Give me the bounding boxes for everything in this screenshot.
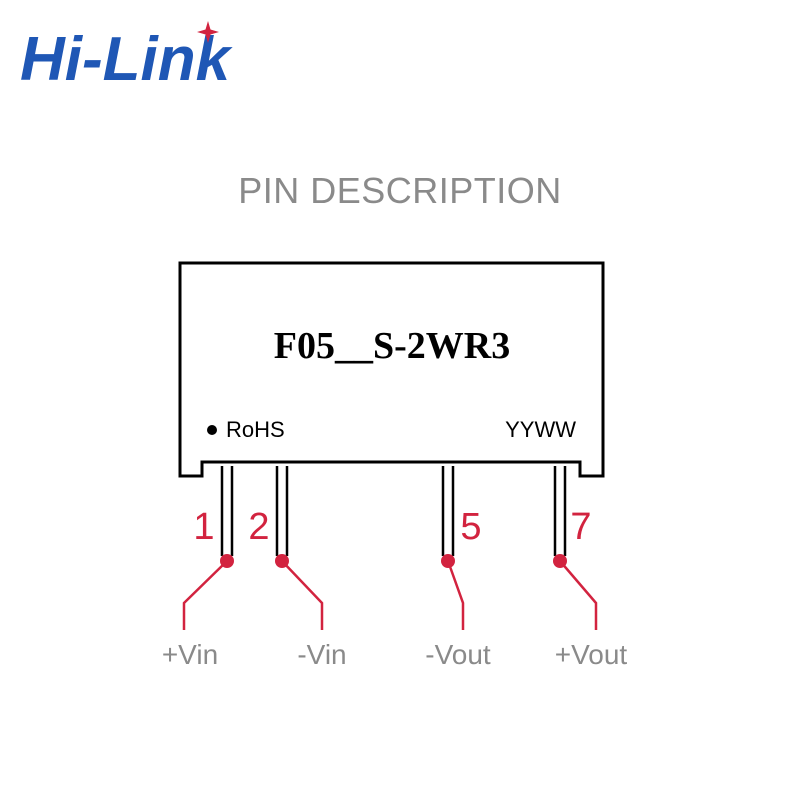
logo-star-icon: [197, 21, 219, 43]
pin-2-name: -Vin: [297, 639, 346, 670]
pin-2-leader: [281, 560, 324, 630]
date-code: YYWW: [505, 417, 576, 442]
pin-5-leader: [446, 560, 465, 630]
pin-1-name: +Vin: [162, 639, 218, 670]
hi-link-logo: Hi-Link: [20, 21, 234, 92]
pin-1: 1 +Vin: [162, 466, 234, 670]
pin-1-leader: [182, 560, 228, 630]
pin-7-name: +Vout: [555, 639, 628, 670]
pin-7-number: 7: [570, 506, 591, 548]
page-title: PIN DESCRIPTION: [238, 170, 562, 211]
pin-5: 5 -Vout: [425, 466, 491, 670]
pin-2-number: 2: [248, 506, 269, 548]
pin-2: 2 -Vin: [248, 466, 347, 670]
logo-text: Hi-Link: [20, 25, 234, 92]
pin-5-name: -Vout: [425, 639, 491, 670]
module-body: [178, 261, 605, 478]
rohs-label: RoHS: [226, 417, 285, 442]
part-number: F05__S-2WR3: [274, 325, 510, 367]
pin-5-number: 5: [460, 506, 481, 548]
rohs-dot-icon: [207, 425, 217, 435]
pin-7-leader: [559, 560, 598, 630]
pin-1-number: 1: [193, 506, 214, 548]
pin-7: 7 +Vout: [553, 466, 627, 670]
